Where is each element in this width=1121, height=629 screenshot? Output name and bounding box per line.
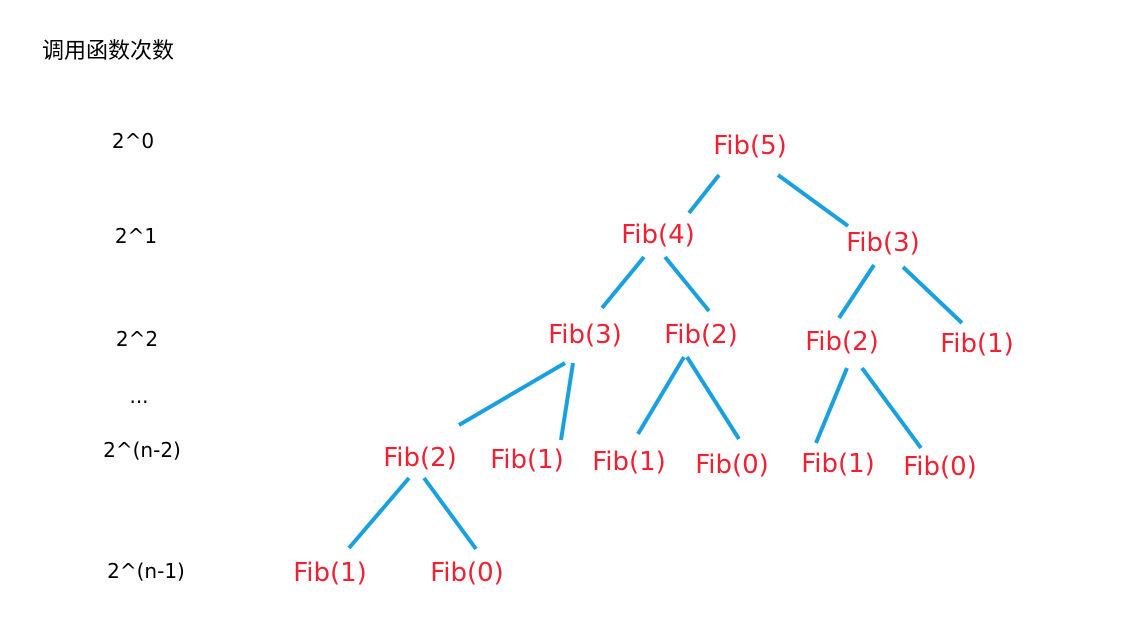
edge-fib2m-fib1 — [636, 355, 686, 436]
edge-fib5-fib4 — [687, 173, 721, 215]
node-fib-0-a: Fib(0) — [695, 450, 769, 480]
diagram-title: 调用函数次数 — [42, 39, 175, 64]
node-fib-3-left: Fib(3) — [548, 320, 622, 350]
node-fib-1-right: Fib(1) — [940, 329, 1014, 359]
node-fib-3-right: Fib(3) — [846, 228, 920, 258]
edge-fib4-fib2 — [663, 255, 711, 313]
node-fib-1-b: Fib(1) — [592, 447, 666, 477]
edge-fib3-fib2 — [457, 361, 567, 427]
level-label-2-pow-n-minus-2: 2^(n-2) — [103, 438, 181, 462]
edge-fib3r-fib1 — [901, 265, 964, 325]
edge-fib5-fib3 — [776, 173, 850, 228]
level-label-ellipsis: ... — [129, 384, 149, 408]
node-fib-1-d: Fib(1) — [293, 558, 367, 588]
edge-fib3-fib1 — [559, 362, 575, 441]
node-fib-2-right: Fib(2) — [805, 327, 879, 357]
level-label-2-pow-2: 2^2 — [115, 327, 159, 351]
edge-fib4-fib3 — [600, 255, 646, 310]
edge-fib2r-fib1 — [814, 367, 849, 444]
node-fib-2-left: Fib(2) — [383, 443, 457, 473]
edge-fib2l-fib0 — [422, 476, 478, 551]
node-fib-5: Fib(5) — [713, 131, 787, 161]
level-label-2-pow-0: 2^0 — [111, 129, 155, 153]
node-fib-0-b: Fib(0) — [903, 452, 977, 482]
node-fib-4: Fib(4) — [621, 220, 695, 250]
node-fib-1-a: Fib(1) — [490, 445, 564, 475]
edge-fib2m-fib0 — [685, 355, 741, 441]
node-fib-0-c: Fib(0) — [430, 558, 504, 588]
edge-fib2l-fib1 — [347, 476, 411, 550]
node-fib-1-c: Fib(1) — [801, 449, 875, 479]
node-fib-2-middle: Fib(2) — [664, 320, 738, 350]
edge-fib3r-fib2 — [837, 263, 876, 320]
edge-fib2r-fib0 — [860, 366, 923, 450]
level-label-2-pow-1: 2^1 — [114, 224, 158, 248]
level-label-2-pow-n-minus-1: 2^(n-1) — [107, 559, 185, 583]
